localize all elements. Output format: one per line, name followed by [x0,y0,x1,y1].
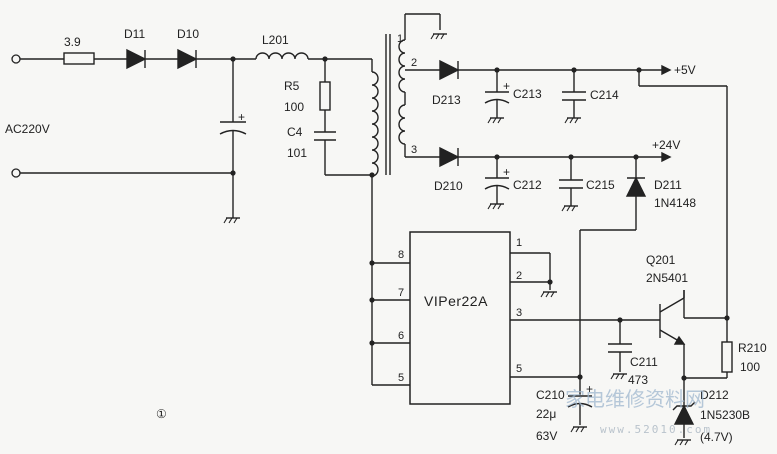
label-c211: C211 [630,355,658,369]
label-r5: R5 [284,79,300,93]
snubber-r5-c4 [314,56,372,176]
label-r5-value: 100 [284,100,304,114]
label-l201: L201 [262,33,289,47]
transistor-q201 [659,290,730,381]
watermark-text: 家电维修资料网 [565,387,705,411]
label-c214: C214 [590,88,619,102]
capacitor-c210: + [567,377,593,433]
label-d11: D11 [124,27,145,41]
transformer-core [385,34,391,175]
ic-pin-2: 2 [516,270,522,282]
rail-5v: + [439,59,728,342]
ic-pin-8: 8 [398,249,404,261]
watermark-url: www.52010.com [600,423,712,436]
label-d212-value: 1N5230B [700,408,750,422]
tx-pin-2-label: 2 [411,57,417,69]
label-d212: D212 [700,388,729,402]
resistor-3.9 [63,52,127,65]
label-c210-value: 22μ [536,407,556,421]
label-ac220v: AC220V [5,122,50,136]
rail-24v: + [439,146,672,377]
ic-pin-6: 6 [398,330,404,342]
ic-pin-3: 3 [516,307,522,319]
zener-d212 [672,378,696,446]
ic-viper22a: VIPer22A 8 7 6 5 1 2 3 5 [369,231,660,405]
tx-pin-3-label: 3 [411,144,417,156]
ic-pin-1: 1 [516,237,522,249]
label-c215: C215 [586,178,615,192]
transformer-secondary: 1 2 3 [397,13,448,158]
label-d10: D10 [177,27,199,41]
label-d211-value: 1N4148 [654,196,696,210]
label-d213: D213 [432,93,461,107]
label-c210: C210 [536,388,565,402]
label-d211: D211 [654,178,682,192]
ic-pin-5-right: 5 [516,363,522,375]
ic-pin-7: 7 [398,287,404,299]
label-d210: D210 [434,179,463,193]
figure-number: ① [156,407,167,421]
label-plus24v: +24V [652,138,680,152]
svg-text:+: + [503,79,510,93]
diode-d10 [177,48,256,70]
capacitor-c211 [608,320,632,380]
diode-d11 [126,48,178,70]
label-d212-voltage: (4.7V) [700,430,733,444]
label-c212: C212 [513,178,542,192]
component-labels: 3.9 D11 D10 L201 R5 100 C4 101 AC220V D2… [5,27,767,444]
resistor-r210 [684,341,733,379]
label-plus5v: +5V [674,63,696,77]
svg-text:+: + [238,110,245,124]
transformer-primary [369,59,379,385]
label-c4: C4 [287,125,303,139]
label-q201-value: 2N5401 [646,271,688,285]
label-c210-voltage: 63V [536,429,557,443]
svg-text:+: + [586,382,593,396]
watermark: 家电维修资料网 www.52010.com [565,387,712,436]
label-q201: Q201 [646,253,676,267]
ic-name-label: VIPer22A [424,293,488,309]
label-c213: C213 [513,87,542,101]
label-r-in: 3.9 [64,35,81,49]
ic-pin-5-left: 5 [398,372,404,384]
inductor-l201 [255,52,372,60]
label-c211-value: 473 [628,373,648,387]
label-c4-value: 101 [287,146,307,160]
bulk-capacitor: + [219,56,247,224]
ac-input [11,54,233,178]
label-r210-value: 100 [740,360,760,374]
label-r210: R210 [738,341,767,355]
tx-pin-1-label: 1 [397,33,403,45]
svg-text:+: + [503,165,510,179]
